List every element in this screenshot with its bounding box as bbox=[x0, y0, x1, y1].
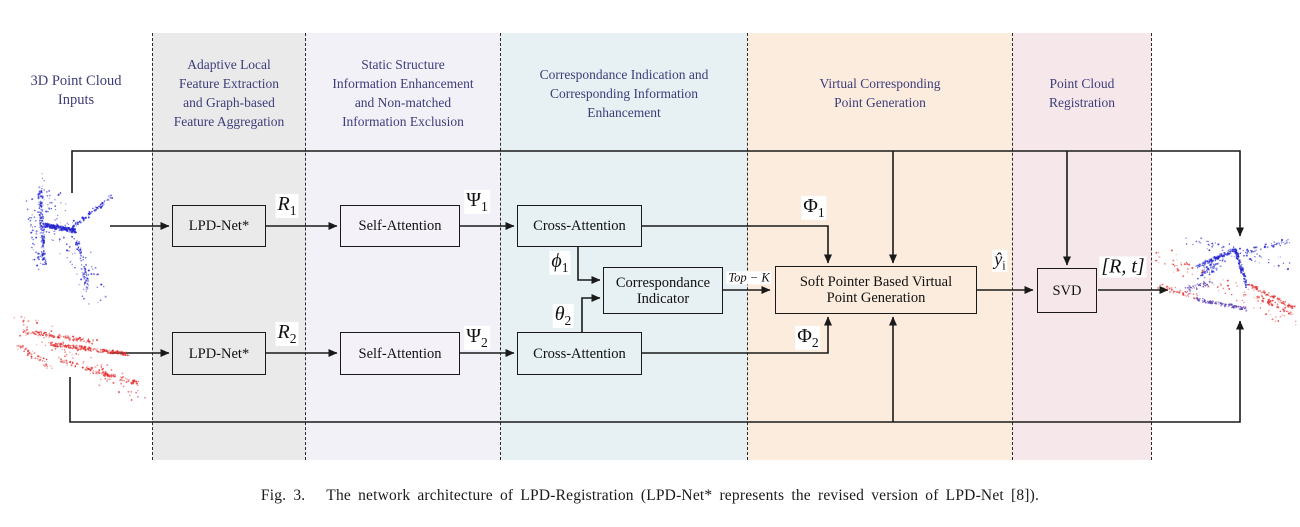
label-phi1: ϕ1 bbox=[549, 249, 571, 276]
block-correspondance-indicator: Correspondance Indicator bbox=[603, 267, 723, 314]
label-r1: R1 bbox=[275, 192, 299, 219]
point-cloud-input-blue bbox=[25, 173, 113, 305]
point-cloud-registered-output bbox=[1154, 237, 1297, 326]
block-self-attention-1: Self-Attention bbox=[340, 205, 460, 247]
block-lpd-net-1: LPD-Net* bbox=[172, 205, 266, 247]
block-cross-attention-1: Cross-Attention bbox=[517, 205, 642, 247]
block-cross-attention-2: Cross-Attention bbox=[517, 332, 642, 375]
stage-title: Correspondance Indication and Correspond… bbox=[539, 66, 709, 120]
block-self-attention-2: Self-Attention bbox=[340, 332, 460, 375]
label-capital-phi1: Φ1 bbox=[801, 194, 827, 221]
label-psi1: Ψ1 bbox=[464, 188, 490, 215]
stage-title: Virtual Corresponding Point Generation bbox=[819, 76, 941, 110]
point-cloud-input-red bbox=[13, 316, 146, 401]
stage-virtual-point: Virtual Corresponding Point Generation bbox=[747, 33, 1012, 460]
stage-title: Point Cloud Registration bbox=[1049, 76, 1115, 110]
stage-title: Adaptive Local Feature Extraction and Gr… bbox=[173, 57, 285, 129]
block-soft-pointer-generation: Soft Pointer Based Virtual Point Generat… bbox=[775, 266, 977, 314]
block-lpd-net-2: LPD-Net* bbox=[172, 332, 266, 375]
label-r-t: [R, t] bbox=[1099, 255, 1147, 278]
stage-registration: Point Cloud Registration bbox=[1012, 33, 1152, 460]
block-svd: SVD bbox=[1037, 268, 1097, 313]
input-column-label: 3D Point Cloud Inputs bbox=[30, 73, 122, 108]
stage-title: Static Structure Information Enhancement… bbox=[332, 57, 474, 129]
label-top-k: Top − K bbox=[726, 270, 772, 285]
figure-caption: Fig. 3. The network architecture of LPD-… bbox=[260, 487, 1040, 504]
label-theta2: θ2 bbox=[552, 302, 574, 329]
label-psi2: Ψ2 bbox=[464, 324, 490, 351]
label-r2: R2 bbox=[275, 320, 299, 347]
label-capital-phi2: Φ2 bbox=[795, 324, 821, 351]
label-y-hat: ŷi bbox=[992, 248, 1008, 273]
